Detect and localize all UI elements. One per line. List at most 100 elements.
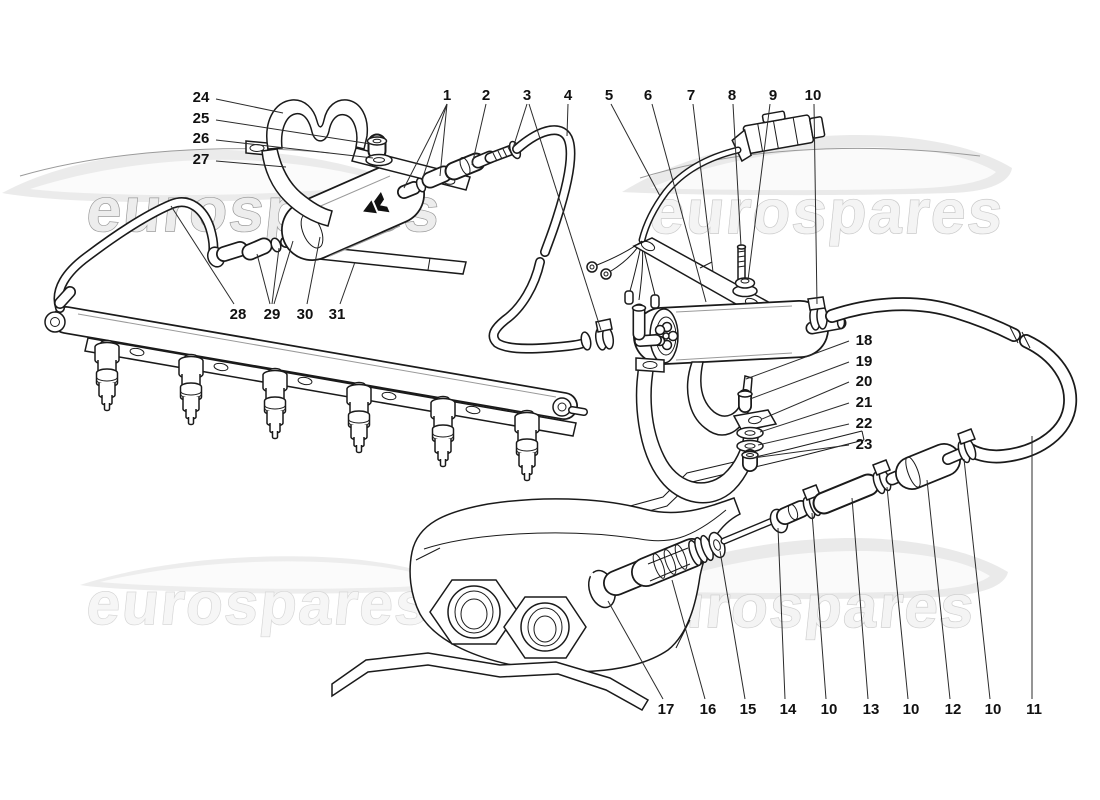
leader-line xyxy=(339,261,356,305)
part-number-label: 13 xyxy=(863,701,880,718)
part-number-label: 1 xyxy=(443,87,451,104)
leader-line xyxy=(761,381,850,420)
hose-clamp xyxy=(872,459,892,495)
part-number-label: 19 xyxy=(856,353,873,370)
part-number-label: 4 xyxy=(564,87,573,104)
car-silhouette-swoosh xyxy=(2,148,410,202)
part-number-label: 8 xyxy=(728,87,736,104)
car-silhouette-swoosh xyxy=(622,134,1012,196)
filter-outlet-fittings xyxy=(397,143,520,199)
part-number-label: 10 xyxy=(805,87,822,104)
ring-terminal xyxy=(586,261,598,273)
part-number-label: 21 xyxy=(856,394,873,411)
diagram-artwork xyxy=(44,99,1078,712)
leader-line xyxy=(215,139,374,159)
leader-line xyxy=(610,103,661,197)
part-number-label: 26 xyxy=(193,130,210,147)
bullet-terminal xyxy=(650,294,660,309)
cradle-ear xyxy=(732,409,778,432)
union-fitting xyxy=(769,500,810,534)
leader-line xyxy=(471,103,487,166)
hose-clamp xyxy=(594,318,615,351)
bracket-washer xyxy=(365,153,393,167)
leader-line xyxy=(651,103,707,303)
background-swooshes xyxy=(2,134,1012,600)
fuel-rail xyxy=(44,306,588,437)
pump-cradle xyxy=(635,357,778,504)
rubber-grommet xyxy=(732,277,758,298)
bullet-terminal xyxy=(624,290,634,305)
brand-watermark-text: eurospares xyxy=(647,178,1008,247)
part-number-label: 5 xyxy=(605,87,613,104)
fuel-tank-flange xyxy=(331,497,741,712)
filter-to-pump-hose xyxy=(488,125,615,354)
part-number-label: 20 xyxy=(856,373,873,390)
leader-line xyxy=(671,579,706,700)
part-number-label: 29 xyxy=(264,306,281,323)
part-number-label: 22 xyxy=(856,415,873,432)
part-number-label: 2 xyxy=(482,87,490,104)
hex-boss xyxy=(503,596,587,659)
leader-line xyxy=(692,103,714,273)
tank-lower-lip xyxy=(331,652,650,712)
part-number-label: 10 xyxy=(821,701,838,718)
leader-line xyxy=(811,512,827,700)
part-number-label: 11 xyxy=(1026,701,1042,718)
part-number-label: 16 xyxy=(700,701,717,718)
leader-line xyxy=(403,103,448,189)
pickup-and-valve-chain xyxy=(587,428,977,609)
washer xyxy=(736,426,764,440)
hex-boss xyxy=(429,579,519,645)
leader-line xyxy=(777,527,786,700)
leader-line xyxy=(170,205,235,305)
part-number-label: 30 xyxy=(297,306,314,323)
fuel-pump xyxy=(631,296,847,365)
hose-clamp xyxy=(957,428,977,464)
leader-line xyxy=(719,550,746,700)
flow-direction-arrow xyxy=(363,191,390,214)
part-number-label: 3 xyxy=(523,87,531,104)
check-valve xyxy=(885,443,968,490)
part-number-label: 23 xyxy=(856,436,873,453)
leader-line xyxy=(421,103,448,181)
leader-line xyxy=(215,119,372,145)
leader-line xyxy=(439,103,448,177)
part-number-label: 27 xyxy=(193,151,210,168)
car-silhouette-swoosh xyxy=(80,556,468,594)
leader-line xyxy=(757,423,850,446)
leader-line xyxy=(886,486,909,700)
part-number-label: 9 xyxy=(769,87,777,104)
part-number-label: 17 xyxy=(658,701,675,718)
hose-clamp xyxy=(807,296,828,331)
leader-line xyxy=(745,340,850,380)
leader-line xyxy=(566,103,569,137)
part-number-label: 12 xyxy=(945,701,962,718)
part-number-label: 10 xyxy=(985,701,1002,718)
car-silhouette-swoosh xyxy=(615,537,1008,600)
leader-line xyxy=(271,247,280,305)
part-number-label: 25 xyxy=(193,110,210,127)
leader-line xyxy=(963,458,991,700)
leader-line xyxy=(256,253,271,305)
part-number-label: 31 xyxy=(329,306,346,323)
part-number-label: 14 xyxy=(780,701,797,718)
leader-line xyxy=(607,600,664,700)
banjo-bolt xyxy=(44,311,66,333)
brand-watermark-text: eurospares xyxy=(84,570,434,637)
part-number-label: 28 xyxy=(230,306,247,323)
part-number-label: 7 xyxy=(687,87,695,104)
rail-end-plug xyxy=(552,397,572,417)
spacer-bushing xyxy=(737,389,753,413)
electrical-connector xyxy=(731,110,826,163)
part-number-label: 6 xyxy=(644,87,652,104)
leader-line xyxy=(306,236,321,305)
leader-line xyxy=(528,103,602,331)
leader-line xyxy=(273,240,294,305)
part-number-label: 24 xyxy=(193,89,210,106)
leader-line xyxy=(215,160,287,168)
leader-line xyxy=(749,361,850,400)
nut xyxy=(741,449,759,472)
part-number-label: 10 xyxy=(903,701,920,718)
